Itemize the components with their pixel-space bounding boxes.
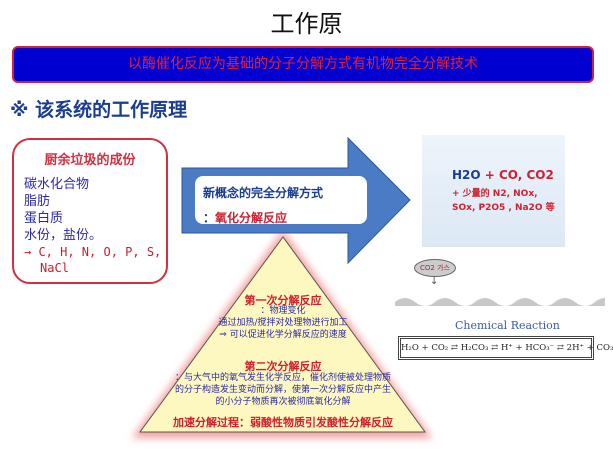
component-item: 脂肪 bbox=[24, 194, 51, 209]
arrow-label-box: 新概念的完全分解方式 ：氧化分解反应 bbox=[195, 176, 367, 225]
co2-gas-label: CO2 가스 bbox=[414, 259, 456, 277]
second-reaction-title: 第二次分解反应 bbox=[244, 360, 322, 373]
acceleration-line: 加速分解过程：弱酸性物质引发酸性分解反应 bbox=[173, 416, 393, 429]
elements-line: NaCl bbox=[40, 261, 69, 275]
first-reaction-line: ⇒ 可以促进化学分解反应的速度 bbox=[219, 330, 347, 340]
elements-line: → C, H, N, O, P, S, bbox=[24, 245, 162, 259]
arrow-line1: 新概念的完全分解方式 bbox=[203, 186, 324, 200]
component-item: 水份，盐份。 bbox=[24, 228, 103, 243]
products-image: H2O + CO, CO2 + 少量的 N2, NOx, SOx, P2O5 ,… bbox=[422, 135, 565, 247]
arrow-line2: 氧化分解反应 bbox=[215, 211, 288, 225]
down-arrow-icon: ↓ bbox=[430, 276, 439, 287]
second-reaction-line: 的分子构造发生变动而分解，使第一次分解反应中产生 bbox=[174, 385, 391, 395]
components-header: 厨余垃圾的成份 bbox=[44, 153, 136, 168]
second-reaction-line: ：与大气中的氧气发生化学反应，催化剂使被处理物质 bbox=[174, 373, 391, 383]
product-co: + CO, CO2 bbox=[480, 168, 554, 182]
pyramid bbox=[139, 236, 426, 433]
product-water: H2O bbox=[452, 168, 481, 182]
first-reaction-title: 第一次分解反应 bbox=[244, 294, 322, 307]
page-title: 工作原 bbox=[270, 10, 343, 38]
first-reaction-line: ：物理变化 bbox=[260, 306, 306, 316]
chemical-reaction-title: Chemical Reaction bbox=[455, 319, 560, 332]
product-line3: SOx, P2O5 , Na2O 等 bbox=[452, 203, 555, 213]
components-box: 厨余垃圾的成份 碳水化合物 脂肪 蛋白质 水份，盐份。 → C, H, N, O… bbox=[12, 138, 168, 284]
component-item: 碳水化合物 bbox=[24, 177, 90, 192]
arrow-prefix: ： bbox=[203, 211, 216, 225]
reaction-formula: H₂O + CO₂ ⇄ H₂CO₃ ⇄ H⁺ + HCO₃⁻ ⇄ 2H⁺ + C… bbox=[398, 336, 613, 360]
component-item: 蛋白质 bbox=[24, 211, 64, 226]
first-reaction-line: 通过加热/搅拌对处理物进行加工 bbox=[218, 318, 348, 328]
water-surface bbox=[395, 298, 605, 306]
product-line2: + 少量的 N2, NOx, bbox=[452, 189, 538, 199]
subtitle-banner: 以酶催化反应为基础的分子分解方式有机物完全分解技术 bbox=[12, 46, 594, 83]
section-heading: ※ 该系统的工作原理 bbox=[10, 99, 188, 121]
second-reaction-line: 的小分子物质再次被彻底氧化分解 bbox=[215, 397, 351, 407]
